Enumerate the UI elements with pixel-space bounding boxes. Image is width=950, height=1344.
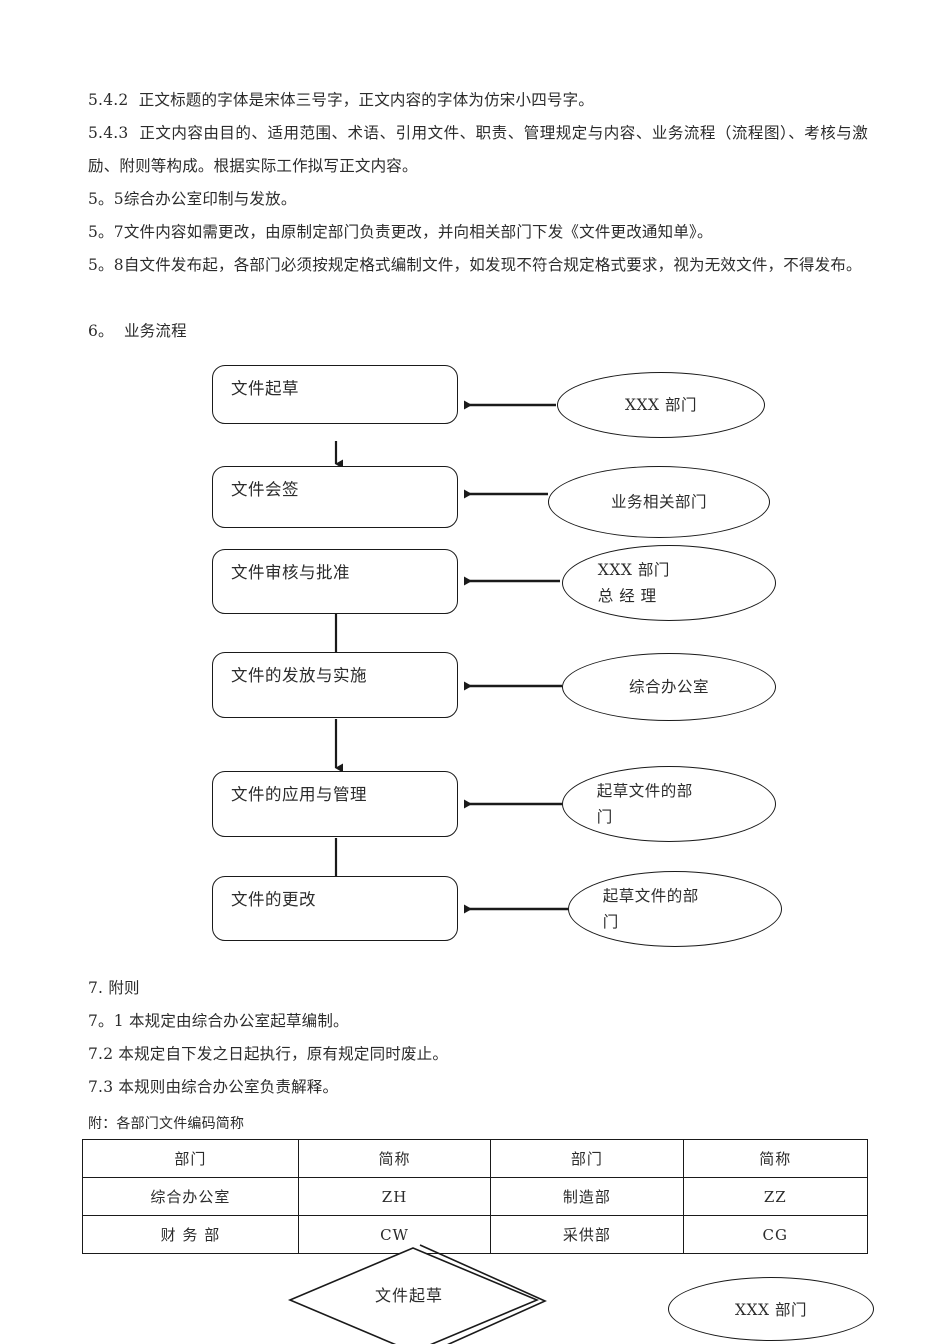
department-code-table: 部门 简称 部门 简称 综合办公室 ZH 制造部 ZZ 财 务 部 CW 采供部… (82, 1139, 868, 1254)
flow-actor-ellipse-1: XXX 部门 (557, 372, 765, 438)
flow-actor-ellipse-2: 业务相关部门 (548, 466, 770, 538)
paragraph-5-4-2: 5.4.2 正文标题的字体是宋体三号字，正文内容的字体为仿宋小四号字。 (88, 91, 594, 109)
table-cell-r0-c1: ZH (297, 1177, 492, 1216)
table-cell-r1-c2: 采供部 (490, 1215, 684, 1254)
flow-actor-ellipse-3: XXX 部门 总 经 理 (562, 545, 776, 621)
bottom-actor-ellipse: XXX 部门 (668, 1277, 874, 1341)
flow-step-box-3: 文件审核与批准 (212, 549, 458, 614)
decision-diamond-shape (287, 1247, 540, 1344)
flow-actor-label-6-line2: 门 (602, 913, 619, 931)
paragraph-5-7: 5。7文件内容如需更改，由原制定部门负责更改，并向相关部门下发《文件更改通知单》… (88, 223, 713, 241)
flow-step-box-5: 文件的应用与管理 (212, 771, 458, 837)
table-cell-r1-c0: 财 务 部 (82, 1215, 299, 1254)
flow-step-box-4: 文件的发放与实施 (212, 652, 458, 718)
paragraph-7-2: 7.2 本规定自下发之日起执行，原有规定同时废止。 (88, 1045, 449, 1063)
paragraph-7-3: 7.3 本规则由综合办公室负责解释。 (88, 1078, 339, 1096)
flow-actor-label-5-line2: 门 (596, 808, 613, 826)
flow-step-box-6: 文件的更改 (212, 876, 458, 941)
appendix-label: 附：各部门文件编码简称 (88, 1116, 245, 1132)
paragraph-7-1: 7。1 本规定由综合办公室起草编制。 (88, 1012, 349, 1030)
flow-step-label-1: 文件起草 (231, 379, 299, 398)
bottom-partial-shapes (287, 1244, 547, 1344)
table-row: 财 务 部 CW 采供部 CG (82, 1215, 868, 1254)
flow-actor-label-3-line1: XXX 部门 (597, 561, 670, 579)
flow-actor-label-1: XXX 部门 (624, 396, 698, 414)
table-header-cell-0: 部门 (82, 1139, 299, 1178)
paragraph-7: 7. 附则 (88, 979, 140, 997)
flow-step-box-2: 文件会签 (212, 466, 458, 528)
paragraph-5-5: 5。5综合办公室印制与发放。 (88, 190, 297, 208)
flow-step-label-4: 文件的发放与实施 (231, 666, 367, 685)
table-cell-r0-c3: ZZ (682, 1177, 868, 1216)
decision-diamond-label: 文件起草 (375, 1286, 444, 1305)
section-heading-6: 6。 业务流程 (88, 322, 187, 340)
paragraph-block-bottom: 7. 附则 7。1 本规定由综合办公室起草编制。 7.2 本规定自下发之日起执行… (88, 972, 868, 1104)
paragraph-5-8: 5。8自文件发布起，各部门必须按规定格式编制文件，如发现不符合规定格式要求，视为… (88, 256, 862, 274)
flow-actor-label-2: 业务相关部门 (610, 493, 707, 511)
flow-actor-label-3-line2: 总 经 理 (597, 587, 657, 605)
decision-diamond-shadow-edge (419, 1244, 547, 1344)
bottom-actor-label: XXX 部门 (734, 1301, 808, 1319)
table-cell-r1-c1: CW (297, 1215, 492, 1254)
flow-actor-label-4: 综合办公室 (628, 678, 709, 696)
table-header-row: 部门 简称 部门 简称 (82, 1139, 868, 1178)
table-cell-r0-c2: 制造部 (490, 1177, 684, 1216)
flow-actor-label-5-line1: 起草文件的部 (596, 782, 693, 800)
flow-actor-ellipse-6: 起草文件的部 门 (568, 871, 782, 947)
flow-actor-ellipse-4: 综合办公室 (562, 653, 776, 721)
table-cell-r0-c0: 综合办公室 (82, 1177, 299, 1216)
table-cell-r1-c3: CG (682, 1215, 868, 1254)
section-heading-block: 6。 业务流程 (88, 315, 868, 348)
table-header-cell-2: 部门 (490, 1139, 684, 1178)
flow-step-label-6: 文件的更改 (231, 890, 316, 909)
table-header-cell-1: 简称 (297, 1139, 492, 1178)
table-header-cell-3: 简称 (682, 1139, 868, 1178)
flow-step-label-3: 文件审核与批准 (231, 563, 350, 582)
flow-step-label-2: 文件会签 (231, 480, 299, 499)
flow-actor-label-6-line1: 起草文件的部 (602, 887, 699, 905)
paragraph-block-top: 5.4.2 正文标题的字体是宋体三号字，正文内容的字体为仿宋小四号字。 5.4.… (88, 84, 868, 282)
table-row: 综合办公室 ZH 制造部 ZZ (82, 1177, 868, 1216)
flow-step-label-5: 文件的应用与管理 (231, 785, 367, 804)
paragraph-5-4-3: 5.4.3 正文内容由目的、适用范围、术语、引用文件、职责、管理规定与内容、业务… (88, 124, 868, 175)
flow-step-box-1: 文件起草 (212, 365, 458, 424)
flow-actor-ellipse-5: 起草文件的部 门 (562, 766, 776, 842)
